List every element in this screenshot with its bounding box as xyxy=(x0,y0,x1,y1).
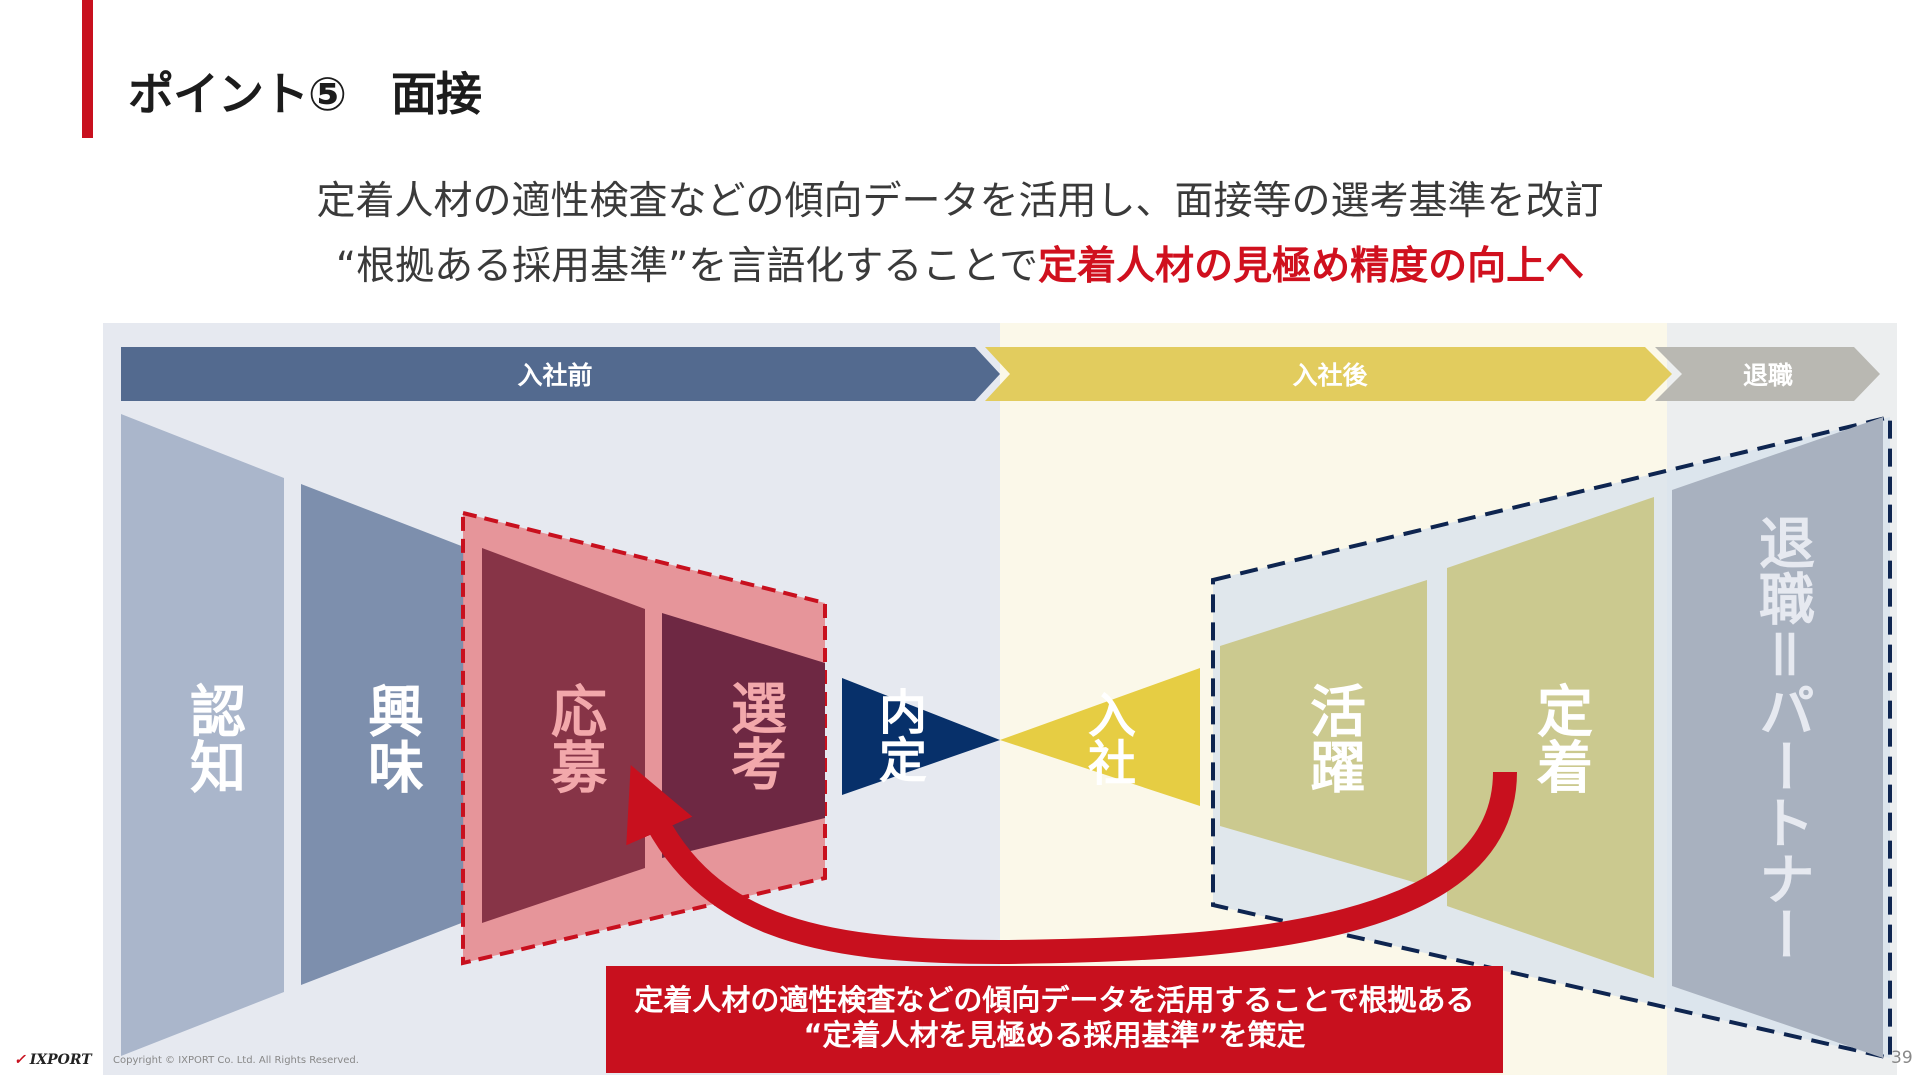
stage-label-interest: 興味 xyxy=(359,682,424,794)
phase-label-post-join: 入社後 xyxy=(1292,361,1368,390)
stage-label-application: 応募 xyxy=(542,682,608,794)
stage-shape-awareness xyxy=(121,414,284,1056)
footer-logo: ✓IXPORT xyxy=(14,1052,92,1068)
stage-shape-offer xyxy=(842,678,1000,795)
phase-label-pre-join: 入社前 xyxy=(517,361,592,390)
phase-arrow-pre-join xyxy=(121,347,1000,401)
logo-mark-icon: ✓ xyxy=(14,1052,26,1068)
stage-shape-retire-partner xyxy=(1672,417,1883,1058)
stage-label-offer: 内定 xyxy=(870,687,927,783)
subtitle-line-2: “根拠ある採用基準”を言語化することで定着人材の見極め精度の向上へ xyxy=(0,235,1920,291)
footer-logo-text: IXPORT xyxy=(29,1052,92,1068)
phase-arrow-retire xyxy=(1655,347,1880,401)
stage-label-activity: 活躍 xyxy=(1301,682,1366,794)
page-title: ポイント⑤ 面接 xyxy=(128,67,482,121)
subtitle-line-2-highlight: 定着人材の見極め精度の向上へ xyxy=(1038,244,1585,289)
stage-label-retire-partner: 退職＝パートナー xyxy=(1750,514,1815,962)
stage-label-selection: 選考 xyxy=(722,679,787,791)
footer-copyright: Copyright © IXPORT Co. Ltd. All Rights R… xyxy=(113,1055,359,1066)
stage-shape-activity xyxy=(1220,580,1427,886)
feedback-arrow xyxy=(626,764,1517,965)
stage-label-retention: 定着 xyxy=(1528,682,1593,794)
title-accent-bar xyxy=(82,0,93,138)
stage-label-joining: 入社 xyxy=(1079,690,1136,786)
phase-label-retire: 退職 xyxy=(1743,361,1793,390)
stage-shape-interest xyxy=(301,484,464,985)
stage-label-awareness: 認知 xyxy=(181,682,246,794)
callout-line-1: 定着人材の適性検査などの傾向データを活用することで根拠ある xyxy=(634,983,1475,1017)
phase-arrow-post-join xyxy=(985,347,1672,401)
callout-line-2: “定着人材を見極める採用基準”を策定 xyxy=(803,1018,1306,1052)
callout-box: 定着人材の適性検査などの傾向データを活用することで根拠ある “定着人材を見極める… xyxy=(606,966,1503,1073)
subtitle-line-2-plain: “根拠ある採用基準”を言語化することで xyxy=(335,244,1039,289)
stage-shape-retention xyxy=(1447,497,1654,978)
stage-shape-selection xyxy=(662,613,825,858)
stage-shape-joining xyxy=(1000,668,1200,806)
page-number: 39 xyxy=(1891,1048,1913,1068)
stage-shape-application xyxy=(482,548,645,923)
subtitle-line-1: 定着人材の適性検査などの傾向データを活用し、面接等の選考基準を改訂 xyxy=(316,179,1604,224)
